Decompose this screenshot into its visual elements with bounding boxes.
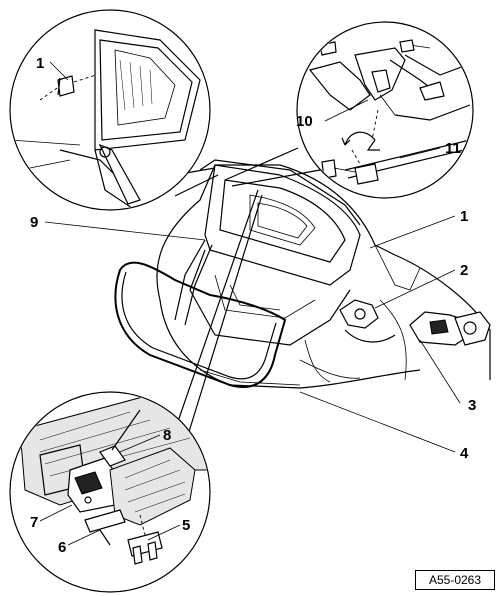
leader-lines (39, 61, 461, 546)
callout-8: 8 (163, 427, 171, 444)
detail-circle-release-cable (296, 21, 474, 199)
callout-1a: 1 (36, 55, 44, 72)
callout-7: 7 (30, 514, 38, 531)
detail-circle-hinge (9, 9, 211, 211)
detail-connector-lines (144, 147, 321, 436)
figure-reference-code: A55-0263 (415, 570, 495, 590)
part-3-assembly (409, 311, 491, 346)
callout-2: 2 (460, 262, 468, 279)
callout-3: 3 (468, 397, 476, 414)
callout-labels: 1 1 2 3 4 5 6 7 8 9 10 11 (30, 55, 476, 556)
callout-9: 9 (30, 214, 38, 231)
callout-6: 6 (58, 539, 66, 556)
detail-circle-lock (9, 391, 211, 593)
callout-11: 11 (445, 140, 461, 157)
callout-4: 4 (460, 445, 469, 462)
trunk-assembly (114, 159, 491, 389)
callout-1b: 1 (460, 208, 468, 225)
callout-10: 10 (296, 113, 313, 130)
callout-5: 5 (182, 517, 190, 534)
